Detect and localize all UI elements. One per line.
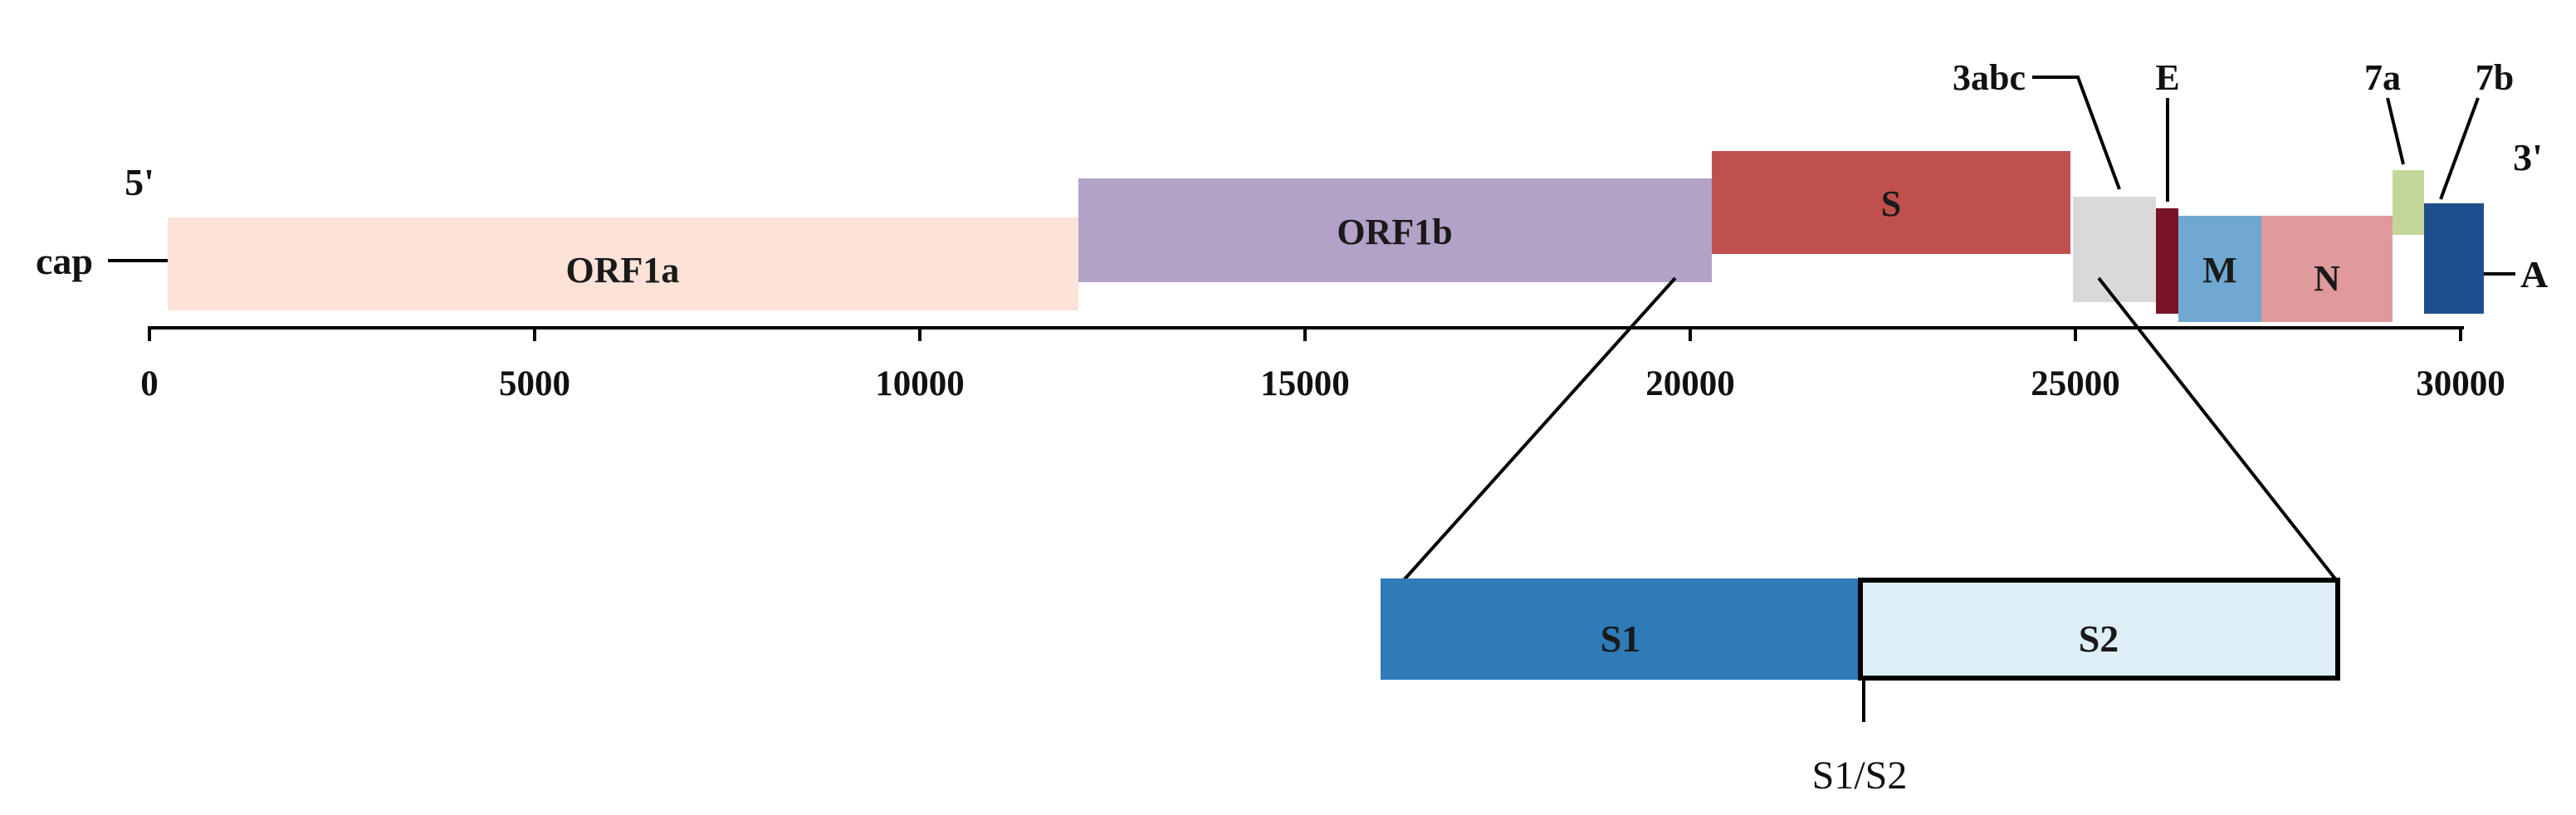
gene-block-orf1b (1078, 178, 1712, 282)
axis-tick-5000: 5000 (499, 328, 570, 403)
axis-tick-label: 0 (140, 364, 159, 403)
axis-tick-label: 5000 (499, 364, 570, 403)
genome-ends: 5' cap 3' A (36, 136, 2548, 295)
cap-label: cap (36, 240, 93, 282)
gene-labels: ORF1a ORF1b S M N (566, 183, 2341, 299)
three-prime-label: 3' (2513, 136, 2543, 178)
annotation-label-7a: 7a (2364, 57, 2401, 98)
coordinate-axis: 0 5000 10000 15000 20000 25000 30000 (140, 326, 2505, 403)
axis-tick-10000: 10000 (875, 328, 965, 403)
gene-block-7a (2393, 170, 2424, 235)
cleavage-site-label: S1/S2 (1812, 754, 1908, 798)
axis-tick-0: 0 (140, 328, 159, 403)
gene-block-e (2156, 208, 2178, 314)
gene-block-3abc (2073, 197, 2156, 302)
annotation-label-3abc: 3abc (1953, 57, 2026, 98)
axis-tick-30000: 30000 (2416, 328, 2505, 403)
spike-detail: S1 S2 S1/S2 (1381, 578, 2340, 798)
axis-tick-15000: 15000 (1260, 328, 1350, 403)
gene-block-n (2261, 216, 2393, 322)
axis-tick-label: 15000 (1260, 364, 1350, 403)
spike-segment-label-s1: S1 (1601, 617, 1641, 660)
poly-a-label: A (2520, 253, 2548, 295)
gene-blocks (168, 151, 2484, 322)
axis-tick-20000: 20000 (1645, 328, 1735, 403)
annotation-label-7b: 7b (2476, 57, 2514, 98)
gene-label-s: S (1881, 183, 1901, 224)
callout-line-7a (2386, 97, 2405, 165)
callout-line-3abc (2032, 76, 2121, 190)
axis-tick-25000: 25000 (2031, 328, 2120, 403)
gene-block-m (2178, 216, 2261, 322)
five-prime-label: 5' (125, 161, 154, 203)
spike-segment-label-s2: S2 (2079, 617, 2119, 660)
axis-tick-label: 10000 (875, 364, 965, 403)
callout-line-7b (2439, 97, 2480, 200)
zoom-line-right (2097, 276, 2339, 583)
gene-label-m: M (2202, 250, 2237, 290)
annotation-label-e: E (2155, 57, 2179, 98)
zoom-line-left (1401, 276, 1677, 583)
axis-tick-label: 20000 (1645, 364, 1735, 403)
gene-block-s (1712, 151, 2070, 254)
spike-zoom-lines (1401, 276, 2339, 583)
spike-segment-s1 (1381, 578, 1860, 680)
gene-block-orf1a (168, 217, 1078, 310)
gene-block-7b (2424, 203, 2484, 314)
spike-segment-s2 (1858, 578, 2340, 681)
gene-annotations: 3abc E 7a 7b (1953, 57, 2514, 202)
axis-tick-label: 30000 (2416, 364, 2505, 403)
gene-label-orf1a: ORF1a (566, 250, 680, 290)
gene-label-orf1b: ORF1b (1337, 212, 1452, 252)
axis-tick-label: 25000 (2031, 364, 2120, 403)
gene-label-n: N (2314, 258, 2340, 299)
